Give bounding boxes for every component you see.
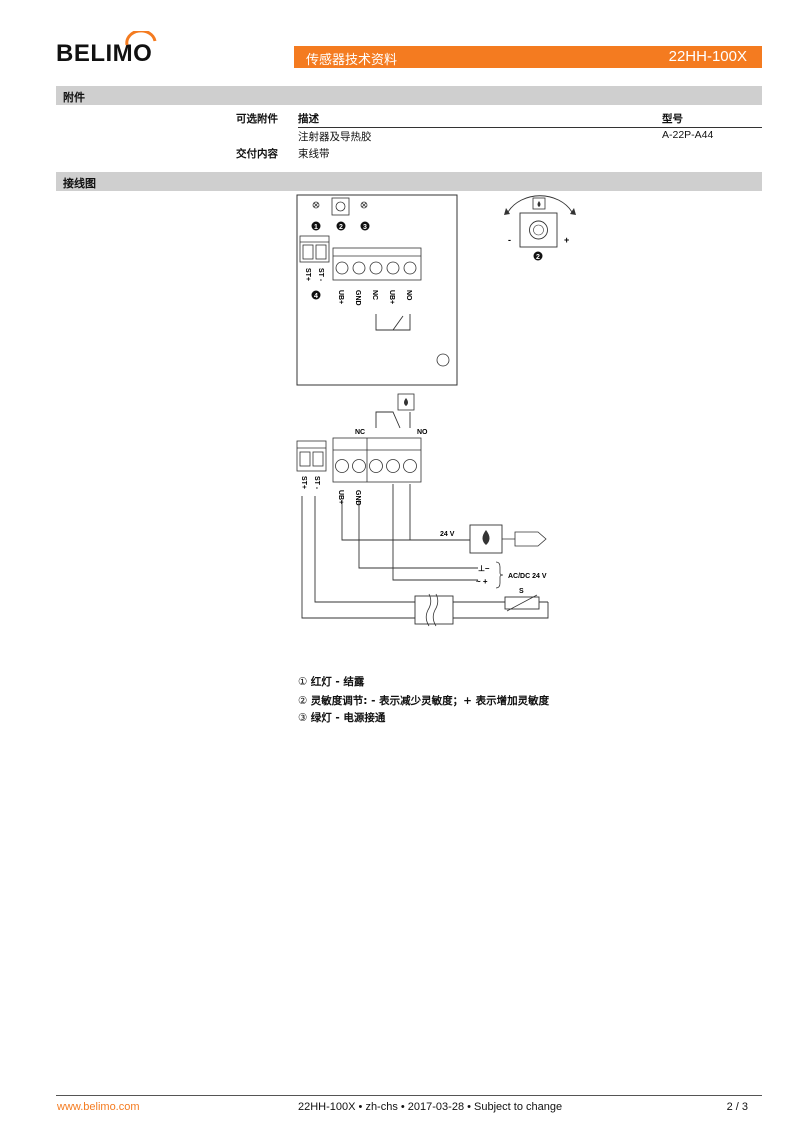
st-terminal-lower xyxy=(296,440,327,472)
accessory-description: 注射器及导热胶 xyxy=(298,131,372,143)
delivery-scope-value: 束线带 xyxy=(298,148,330,160)
footer-rule xyxy=(56,1095,762,1096)
wiring-section-title: 接线图 xyxy=(63,177,96,190)
label-no: NO xyxy=(417,429,428,436)
board-label-ub-plus-2: UB+ xyxy=(388,290,395,304)
potentiometer-icon xyxy=(331,197,350,216)
accessories-section-title: 附件 xyxy=(63,91,85,104)
optional-accessories-label: 可选附件 xyxy=(236,113,278,125)
svg-text:2: 2 xyxy=(536,254,540,261)
relay-symbol xyxy=(375,411,411,429)
humidity-symbol-icon xyxy=(397,393,415,411)
board-label-nc: NC xyxy=(371,290,378,300)
legend-item-1: ① 红灯 - 结露 xyxy=(298,674,364,689)
header-bar xyxy=(294,46,762,68)
wiring-diagram: 1 2 3 ST+ ST - 4 UB+ GND NC UB+ NO - + 2… xyxy=(296,194,576,627)
legend-num-3: ③ xyxy=(298,712,308,724)
legend-num-1: ① xyxy=(298,676,308,688)
wiring-section-bar xyxy=(56,172,762,191)
logo-arc-icon xyxy=(125,31,157,46)
lower-label-gnd: GND xyxy=(354,490,361,506)
marker-3: 3 xyxy=(360,221,370,231)
marker-1: 1 xyxy=(311,221,321,231)
svg-text:3: 3 xyxy=(363,224,367,231)
label-st-minus: ST - xyxy=(317,268,324,282)
legend-num-2: ② xyxy=(298,695,308,707)
dial-arc xyxy=(507,195,573,213)
led-3-icon xyxy=(360,201,368,209)
mounting-hole xyxy=(436,353,450,367)
footer-website-link[interactable]: www.belimo.com xyxy=(57,1101,140,1113)
svg-text:2: 2 xyxy=(339,224,343,231)
st-terminal-block xyxy=(299,235,330,263)
label-st-plus: ST+ xyxy=(304,268,311,281)
main-terminal-block xyxy=(332,247,422,281)
label-ac: ~ + xyxy=(476,577,488,586)
label-sensor-s: S xyxy=(519,588,524,595)
dial-top-icon xyxy=(532,197,546,210)
description-column-header: 描述 xyxy=(298,113,319,125)
dial-marker-2: 2 xyxy=(533,251,543,261)
legend-text-2: 灵敏度调节: - 表示减少灵敏度；+ 表示增加灵敏度 xyxy=(310,695,550,707)
footer-document-info: 22HH-100X • zh-chs • 2017-03-28 • Subjec… xyxy=(298,1101,563,1113)
board-label-ub-plus: UB+ xyxy=(337,290,344,304)
accessory-model: A-22P-A44 xyxy=(662,129,714,141)
legend-text-3: 绿灯 - 电源接通 xyxy=(310,712,386,724)
belimo-logo: BELIMO xyxy=(56,40,153,67)
lower-label-ub-plus: UB+ xyxy=(337,490,344,504)
sensor-probe-icon xyxy=(502,531,547,547)
label-acdc: AC/DC 24 V xyxy=(508,573,547,580)
dial-plus: + xyxy=(564,235,569,245)
lower-label-st-minus: ST - xyxy=(313,476,320,490)
dial-knob-icon xyxy=(519,212,558,248)
dial-minus: - xyxy=(508,235,511,245)
board-label-no: NO xyxy=(405,290,412,301)
main-terminal-lower xyxy=(332,437,422,483)
lower-label-st-plus: ST+ xyxy=(300,476,307,489)
led-1-icon xyxy=(312,201,320,209)
footer-page-number: 2 / 3 xyxy=(726,1101,748,1113)
board-label-gnd: GND xyxy=(354,290,361,306)
header-model: 22HH-100X xyxy=(668,48,747,65)
legend-item-2: ② 灵敏度调节: - 表示减少灵敏度；+ 表示增加灵敏度 xyxy=(298,693,549,708)
marker-4: 4 xyxy=(311,290,321,300)
cable-sleeve xyxy=(414,595,454,625)
supply-brace xyxy=(495,561,504,589)
model-column-header: 型号 xyxy=(662,113,683,125)
circuit-board xyxy=(296,194,458,386)
header-title: 传感器技术资料 xyxy=(306,53,398,68)
svg-text:1: 1 xyxy=(314,224,318,231)
label-24v: 24 V xyxy=(440,531,455,538)
accessories-section-bar xyxy=(56,86,762,105)
legend-text-1: 红灯 - 结露 xyxy=(310,676,365,688)
svg-text:4: 4 xyxy=(314,293,318,300)
marker-2: 2 xyxy=(336,221,346,231)
legend-item-3: ③ 绿灯 - 电源接通 xyxy=(298,710,385,725)
label-nc: NC xyxy=(355,429,365,436)
label-ground: ⊥– xyxy=(478,564,490,573)
board-relay-symbol xyxy=(375,314,411,331)
delivery-scope-label: 交付内容 xyxy=(236,148,278,160)
table-header-rule xyxy=(298,127,762,128)
